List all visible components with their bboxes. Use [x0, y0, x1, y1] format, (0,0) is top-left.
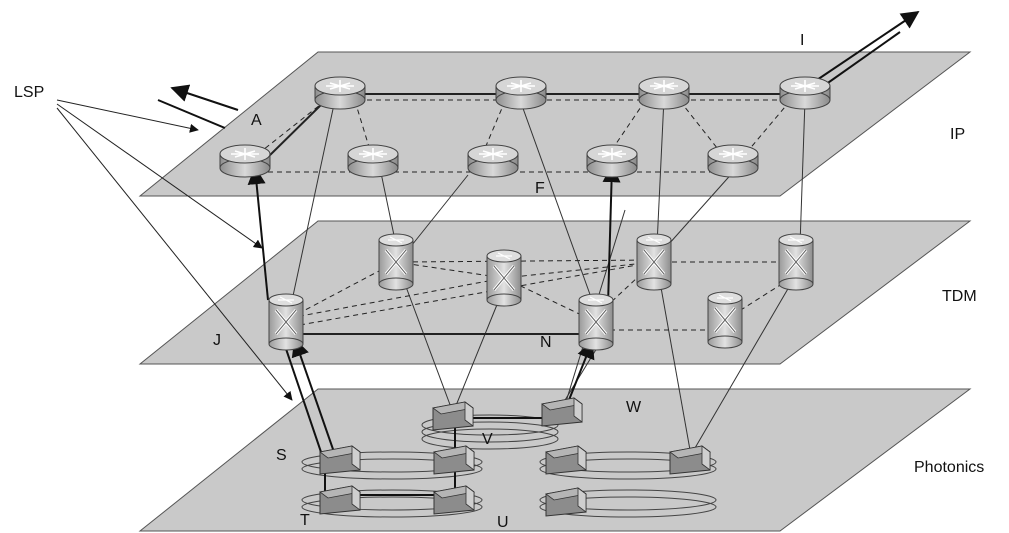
router-icon: [707, 144, 759, 178]
router-icon: [495, 76, 547, 110]
layer-label-photonics: Photonics: [914, 459, 984, 476]
lsp-label: LSP: [14, 84, 44, 101]
node-label-s: S: [276, 447, 287, 464]
node-label-a: A: [251, 112, 262, 129]
router-icon: [779, 76, 831, 110]
node-label-t: T: [300, 512, 310, 529]
switch-icon: [706, 290, 744, 350]
switch-icon: [635, 232, 673, 292]
switch-icon: [577, 292, 615, 352]
router-icon: [467, 144, 519, 178]
photonic-rings: [301, 414, 717, 518]
node-label-u: U: [497, 514, 509, 531]
ip-plane: [138, 51, 972, 197]
switch-icon: [777, 232, 815, 292]
node-label-w: W: [626, 399, 642, 416]
router-icon: [314, 76, 366, 110]
node-label-i: I: [800, 32, 804, 49]
switch-icon: [267, 292, 305, 352]
switch-icon: [377, 232, 415, 292]
router-icon: [219, 144, 271, 178]
layer-label-tdm: TDM: [942, 288, 977, 305]
lsp-pointers: [56, 99, 293, 401]
node-label-n: N: [540, 334, 552, 351]
node-label-f: F: [535, 180, 545, 197]
router-icon: [347, 144, 399, 178]
tdm-links: [289, 259, 797, 335]
switch-icon: [485, 248, 523, 308]
layer-label-ip: IP: [950, 126, 965, 143]
tdm-plane: [138, 220, 972, 365]
node-label-v: V: [482, 431, 493, 448]
node-label-j: J: [213, 332, 221, 349]
router-icon: [638, 76, 690, 110]
router-icon: [586, 144, 638, 178]
